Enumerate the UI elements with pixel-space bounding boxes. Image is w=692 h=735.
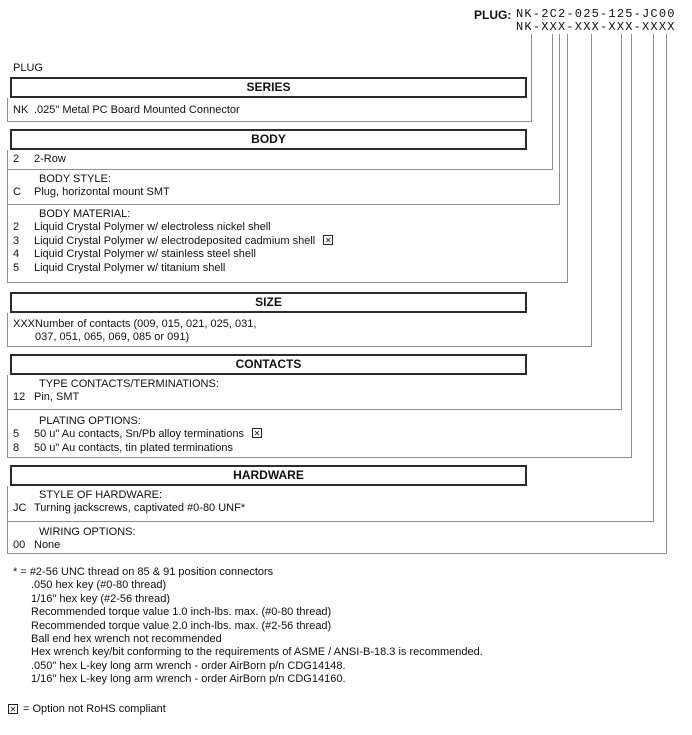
- plating-option-row: 8 50 u" Au contacts, tin plated terminat…: [8, 442, 631, 455]
- body-material-row: 3 Liquid Crystal Polymer w/ electrodepos…: [8, 234, 567, 248]
- footnote-line: Ball end hex wrench not recommended: [31, 633, 222, 646]
- leader-line-size: [591, 34, 592, 347]
- body-material-row: 2 Liquid Crystal Polymer w/ electroless …: [8, 221, 567, 234]
- body-material-row: 5 Liquid Crystal Polymer w/ titanium she…: [8, 262, 567, 275]
- option-code: 12: [13, 391, 26, 404]
- part-number-mask: NK-XXX-XXX-XXX-XXXX: [516, 20, 676, 34]
- option-code: 00: [13, 539, 26, 552]
- body-style-box: BODY STYLE: C Plug, horizontal mount SMT: [7, 170, 559, 205]
- leader-line-series: [531, 34, 532, 122]
- footnote-line: * = #2-56 UNC thread on 85 & 91 position…: [13, 566, 274, 578]
- leader-line-plating: [631, 34, 632, 458]
- row-title: BODY STYLE:: [39, 173, 111, 185]
- not-rohs-icon: ✕: [323, 234, 334, 245]
- option-desc: Plug, horizontal mount SMT: [34, 186, 170, 199]
- wiring-options-box: WIRING OPTIONS: 00 None: [7, 522, 666, 554]
- contact-type-box: TYPE CONTACTS/TERMINATIONS: 12 Pin, SMT: [7, 375, 621, 410]
- option-code: 4: [13, 248, 20, 261]
- row-title: BODY MATERIAL:: [39, 208, 131, 220]
- section-header-hardware: HARDWARE: [10, 465, 527, 486]
- not-rohs-icon: ✕: [251, 428, 262, 439]
- body-material-box: BODY MATERIAL: 2 Liquid Crystal Polymer …: [7, 205, 567, 283]
- footnotes-block: * = #2-56 UNC thread on 85 & 91 position…: [13, 566, 483, 687]
- section-header-size: SIZE: [10, 292, 527, 313]
- body-material-row: 4 Liquid Crystal Polymer w/ stainless st…: [8, 248, 567, 261]
- footnote-line: .050 hex key (#0-80 thread): [31, 579, 167, 592]
- option-code: 8: [13, 441, 20, 454]
- body-style-row: C Plug, horizontal mount SMT: [8, 186, 559, 199]
- option-desc: 2-Row: [34, 153, 66, 165]
- wiring-option-row: 00 None: [8, 539, 666, 552]
- option-code: 2: [13, 153, 20, 165]
- leader-line-body-style: [559, 34, 560, 205]
- option-code: 2: [13, 221, 20, 234]
- option-desc: Liquid Crystal Polymer w/ titanium shell: [34, 261, 226, 274]
- plug-caption: PLUG: [13, 62, 43, 74]
- leader-line-body-rows: [552, 34, 553, 170]
- not-rohs-icon: ✕: [8, 704, 18, 714]
- row-title: PLATING OPTIONS:: [39, 415, 141, 427]
- size-option-row: XXX Number of contacts (009, 015, 021, 0…: [8, 318, 591, 345]
- footnote-line: Recommended torque value 1.0 inch-lbs. m…: [31, 606, 332, 619]
- row-title: WIRING OPTIONS:: [39, 526, 136, 538]
- option-code: C: [13, 186, 21, 199]
- size-desc-line1: Number of contacts (009, 015, 021, 025, …: [35, 318, 257, 330]
- leader-line-wiring: [666, 34, 667, 554]
- plating-options-box: PLATING OPTIONS: 5 50 u" Au contacts, Sn…: [7, 410, 631, 458]
- footnote-line: Hex wrench key/bit conforming to the req…: [31, 646, 483, 659]
- row-title: TYPE CONTACTS/TERMINATIONS:: [39, 378, 219, 390]
- option-desc: 50 u" Au contacts, tin plated terminatio…: [34, 441, 233, 454]
- hardware-style-row: JC Turning jackscrews, captivated #0-80 …: [8, 502, 653, 515]
- size-option-box: XXX Number of contacts (009, 015, 021, 0…: [7, 313, 591, 347]
- series-option-box: NK .025" Metal PC Board Mounted Connecto…: [7, 98, 531, 122]
- plating-option-row: 5 50 u" Au contacts, Sn/Pb alloy termina…: [8, 428, 631, 441]
- leader-line-contact-type: [621, 34, 622, 410]
- size-desc-line2: 037, 051, 065, 069, 085 or 091): [35, 331, 190, 344]
- option-code: 5: [13, 428, 20, 441]
- option-desc: .025" Metal PC Board Mounted Connector: [34, 104, 240, 116]
- option-code: 5: [13, 261, 20, 274]
- section-header-contacts: CONTACTS: [10, 354, 527, 375]
- option-desc: None: [34, 539, 61, 552]
- body-row-count-box: 2 2-Row: [7, 150, 552, 170]
- option-desc: Number of contacts (009, 015, 021, 025, …: [35, 318, 256, 345]
- section-header-series: SERIES: [10, 77, 527, 98]
- option-code: JC: [13, 502, 27, 515]
- section-header-body: BODY: [10, 129, 527, 150]
- plug-part-number-label: PLUG:: [474, 8, 512, 22]
- contact-type-row: 12 Pin, SMT: [8, 391, 621, 404]
- leader-line-body-material: [567, 34, 568, 283]
- footnote-line: 1/16" hex key (#2-56 thread): [31, 592, 171, 605]
- rohs-legend: ✕ = Option not RoHS compliant: [8, 703, 166, 715]
- option-code: XXX: [13, 318, 36, 330]
- row-title: STYLE OF HARDWARE:: [39, 489, 163, 501]
- footnote-line: 1/16" hex L-key long arm wrench - order …: [31, 673, 346, 686]
- option-desc: 50 u" Au contacts, Sn/Pb alloy terminati…: [34, 428, 244, 441]
- option-desc: Liquid Crystal Polymer w/ electrodeposit…: [34, 234, 316, 247]
- option-desc: Turning jackscrews, captivated #0-80 UNF…: [34, 502, 246, 515]
- footnote-line: Recommended torque value 2.0 inch-lbs. m…: [31, 619, 332, 632]
- part-number-example: NK-2C2-025-125-JC00: [516, 7, 676, 21]
- option-code: 3: [13, 234, 20, 247]
- option-desc: Liquid Crystal Polymer w/ stainless stee…: [34, 248, 256, 261]
- hardware-style-box: STYLE OF HARDWARE: JC Turning jackscrews…: [7, 486, 653, 522]
- series-option-row: NK .025" Metal PC Board Mounted Connecto…: [8, 104, 531, 117]
- footnote-line: .050" hex L-key long arm wrench - order …: [31, 659, 346, 672]
- body-row-count-row: 2 2-Row: [8, 153, 552, 166]
- option-code: NK: [13, 104, 29, 116]
- option-desc: Pin, SMT: [34, 391, 80, 404]
- option-desc: Liquid Crystal Polymer w/ electroless ni…: [34, 221, 271, 234]
- leader-line-hardware-style: [653, 34, 654, 522]
- rohs-legend-text: = Option not RoHS compliant: [23, 703, 166, 715]
